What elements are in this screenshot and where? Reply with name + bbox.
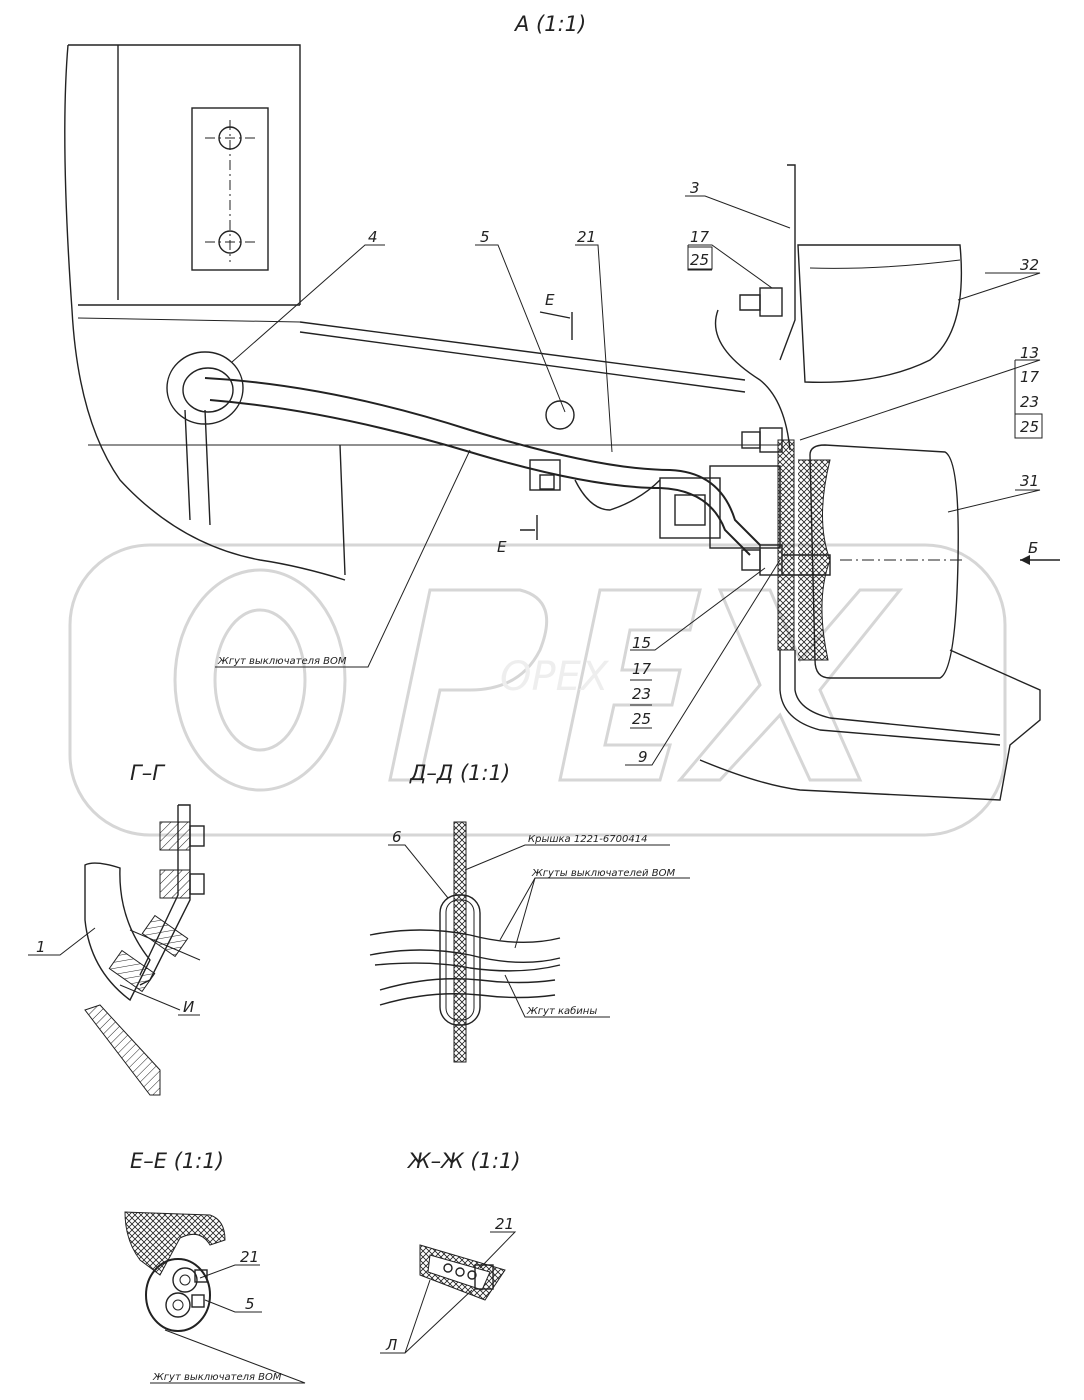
view-a-drawing (64, 44, 1060, 801)
label-17c: 17 (632, 660, 652, 678)
grommet (166, 351, 244, 425)
mounting-plate (191, 107, 269, 271)
view-zh-drawing (419, 1244, 506, 1301)
view-d-title: Д–Д (1:1) (409, 761, 510, 785)
label-1: 1 (36, 938, 46, 956)
label-25c: 25 (632, 710, 651, 728)
label-3: 3 (690, 179, 700, 197)
view-g-title: Г–Г (130, 761, 166, 785)
label-21: 21 (577, 228, 596, 246)
label-5-e: 5 (245, 1295, 255, 1313)
label-13: 13 (1020, 344, 1039, 362)
section-mark-i: И (183, 998, 194, 1016)
label-32: 32 (1020, 256, 1039, 274)
view-a-leaders (215, 195, 1041, 766)
note-harness-vom-e: Жгут выключателя ВОМ (152, 1372, 282, 1383)
label-21-e: 21 (240, 1248, 259, 1266)
label-6: 6 (392, 828, 402, 846)
view-g-drawing (84, 804, 205, 1096)
section-mark-b: Б (1028, 539, 1038, 557)
view-e-drawing (124, 1211, 226, 1332)
label-5: 5 (480, 228, 490, 246)
label-25a: 25 (690, 251, 709, 269)
label-4: 4 (368, 228, 378, 246)
watermark-text: OPEX (500, 654, 610, 700)
label-23b: 23 (1020, 393, 1039, 411)
connector-block (659, 477, 721, 539)
label-17a: 17 (690, 228, 710, 246)
label-17b: 17 (1020, 368, 1040, 386)
note-cab-harness: Жгут кабины (526, 1005, 597, 1017)
panel-wall (779, 164, 796, 361)
note-cover: Крышка 1221-6700414 (528, 834, 647, 845)
note-harness-vom: Жгут выключателя ВОМ (217, 656, 347, 667)
component-32 (797, 244, 963, 384)
watermark-logo: OPEX (68, 543, 1007, 837)
label-15: 15 (632, 634, 651, 652)
label-21-zh: 21 (495, 1215, 514, 1233)
label-25b: 25 (1020, 418, 1039, 436)
view-d-drawing (369, 821, 561, 1063)
section-mark-e-top: Е (545, 291, 555, 309)
view-a-title: А (1:1) (513, 12, 586, 36)
label-9: 9 (638, 748, 648, 766)
label-23c: 23 (632, 685, 651, 703)
label-31: 31 (1020, 472, 1039, 490)
clip (545, 400, 575, 430)
section-mark-l: Л (385, 1336, 397, 1354)
component-31 (809, 444, 959, 679)
note-harnesses-vom: Жгуты выключателей ВОМ (531, 868, 675, 879)
view-zh-title: Ж–Ж (1:1) (406, 1149, 521, 1173)
view-e-title: Е–Е (1:1) (130, 1149, 224, 1173)
section-mark-e-bottom: Е (497, 538, 507, 556)
